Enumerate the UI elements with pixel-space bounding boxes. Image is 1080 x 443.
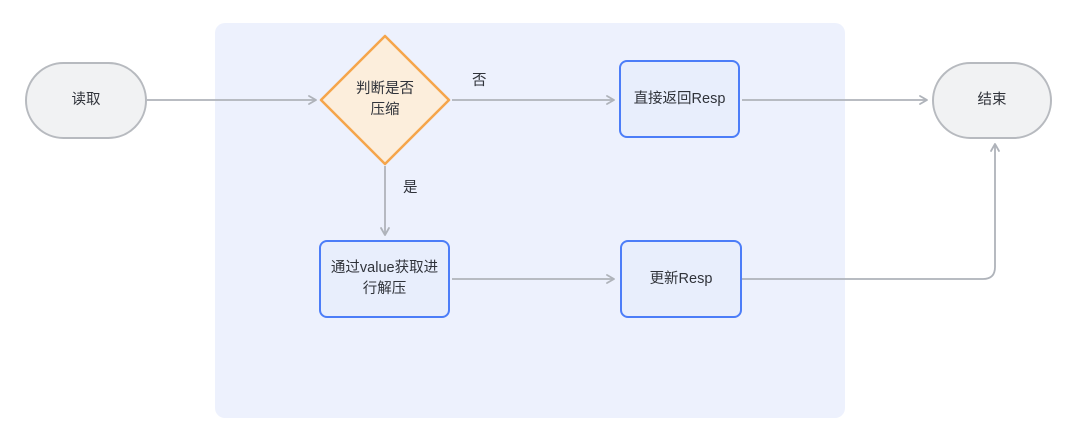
node-decision[interactable]: 判断是否 压缩	[318, 33, 452, 167]
node-start-label: 读取	[71, 92, 101, 108]
group-background	[215, 23, 845, 418]
node-update-resp[interactable]: 更新Resp	[620, 240, 742, 318]
decision-diamond-shape	[319, 34, 451, 166]
node-update-resp-label: 更新Resp	[649, 270, 713, 287]
node-decompress[interactable]: 通过value获取进 行解压	[319, 240, 450, 318]
node-end[interactable]: 结束	[932, 62, 1052, 139]
node-end-label: 结束	[977, 92, 1007, 108]
edge-label-yes[interactable]: 是	[403, 180, 418, 196]
node-decompress-label: 通过value获取进 行解压	[330, 260, 439, 297]
edge-update-to-end	[742, 143, 1000, 280]
edge-label-no[interactable]: 否	[472, 73, 487, 89]
node-decision-label: 判断是否 压缩	[356, 81, 414, 118]
node-return-resp[interactable]: 直接返回Resp	[619, 60, 740, 138]
node-return-resp-label: 直接返回Resp	[633, 90, 726, 107]
node-start[interactable]: 读取	[25, 62, 147, 139]
